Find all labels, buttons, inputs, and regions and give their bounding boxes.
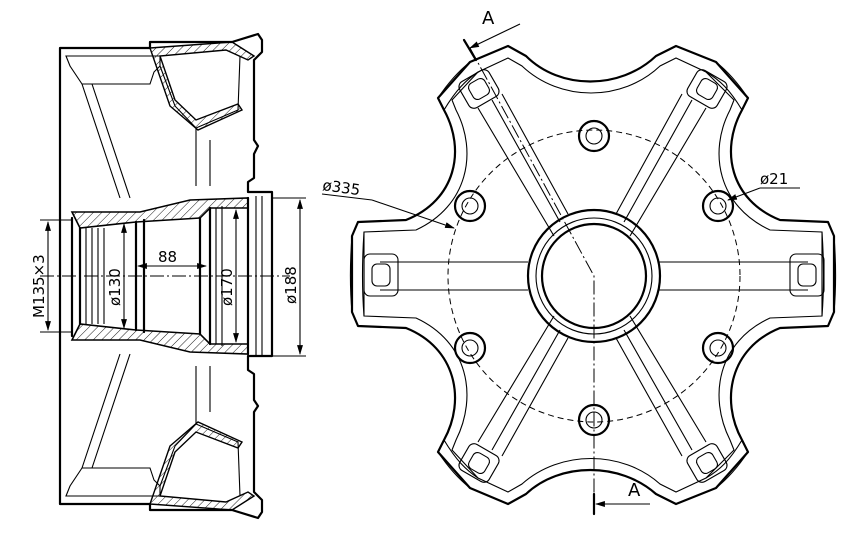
front-view: A A ø335 ø21: [321, 8, 837, 516]
section-view: M135×3 ø130 88 ø170 ø188: [30, 32, 306, 520]
hatched-section-upper-rim: [149, 41, 256, 131]
rim-cavity-upper: [65, 55, 161, 85]
dim-bore-170-label: ø170: [218, 268, 236, 306]
section-line-a-upper-end: [462, 38, 478, 62]
bolt-holes: [453, 119, 735, 437]
dimension-bore-130: ø130: [106, 223, 127, 329]
dim-bore-188-label: ø188: [282, 266, 300, 304]
hatched-section-lower-rim: [149, 421, 256, 511]
section-arrow-upper: [469, 23, 521, 49]
dim-pcd-335-label: ø335: [321, 176, 361, 199]
dim-bore-130-label: ø130: [106, 268, 124, 306]
section-label-lower: A: [628, 480, 641, 501]
hatched-section-lower: [70, 323, 249, 355]
hub-inner-profile: [363, 57, 823, 493]
dimension-depth-88: 88: [137, 248, 207, 269]
rim-cavity-lower: [65, 467, 161, 497]
dim-hole-21-label: ø21: [760, 170, 788, 188]
dimension-thread: M135×3: [30, 219, 72, 333]
dim-depth-88-label: 88: [158, 248, 177, 266]
dimension-bore-170: ø170: [218, 209, 239, 343]
spokes: [380, 93, 808, 457]
tip-slots: [363, 69, 825, 483]
tip-rims: [349, 61, 837, 489]
section-label-upper: A: [482, 8, 495, 29]
rim-line-lower: [81, 353, 131, 469]
dimension-pcd-335: ø335: [321, 176, 455, 229]
section-line-a: [469, 47, 595, 510]
pitch-circle: [447, 129, 741, 423]
hatched-section-upper: [70, 197, 249, 229]
dimension-hole-21: ø21: [727, 170, 800, 201]
rim-line-upper: [81, 83, 131, 199]
dim-thread-label: M135×3: [30, 254, 48, 318]
dimension-bore-188: ø188: [272, 197, 306, 357]
